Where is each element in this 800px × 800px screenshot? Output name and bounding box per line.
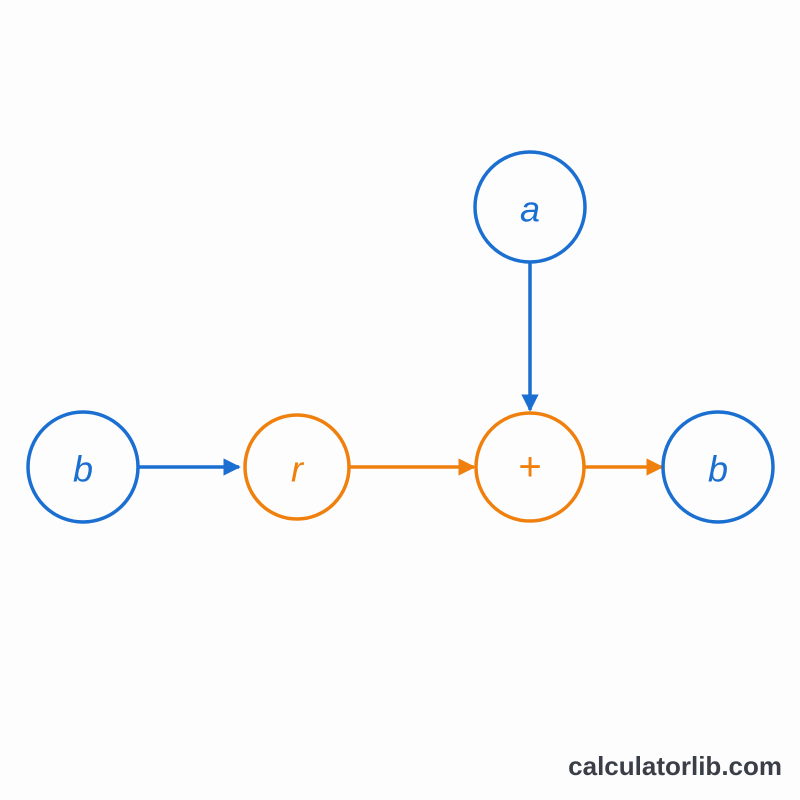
node-b-output: b	[661, 410, 775, 524]
node-b-input: b	[26, 410, 140, 524]
node-a: a	[473, 150, 587, 264]
node-b-input-label: b	[73, 449, 93, 490]
node-plus: +	[474, 411, 586, 523]
node-r-label: r	[291, 449, 305, 490]
node-a-label: a	[520, 189, 540, 230]
node-b-output-label: b	[708, 449, 728, 490]
watermark-text: calculatorlib.com	[568, 751, 782, 781]
node-plus-label: +	[518, 445, 541, 489]
node-r: r	[243, 413, 351, 521]
